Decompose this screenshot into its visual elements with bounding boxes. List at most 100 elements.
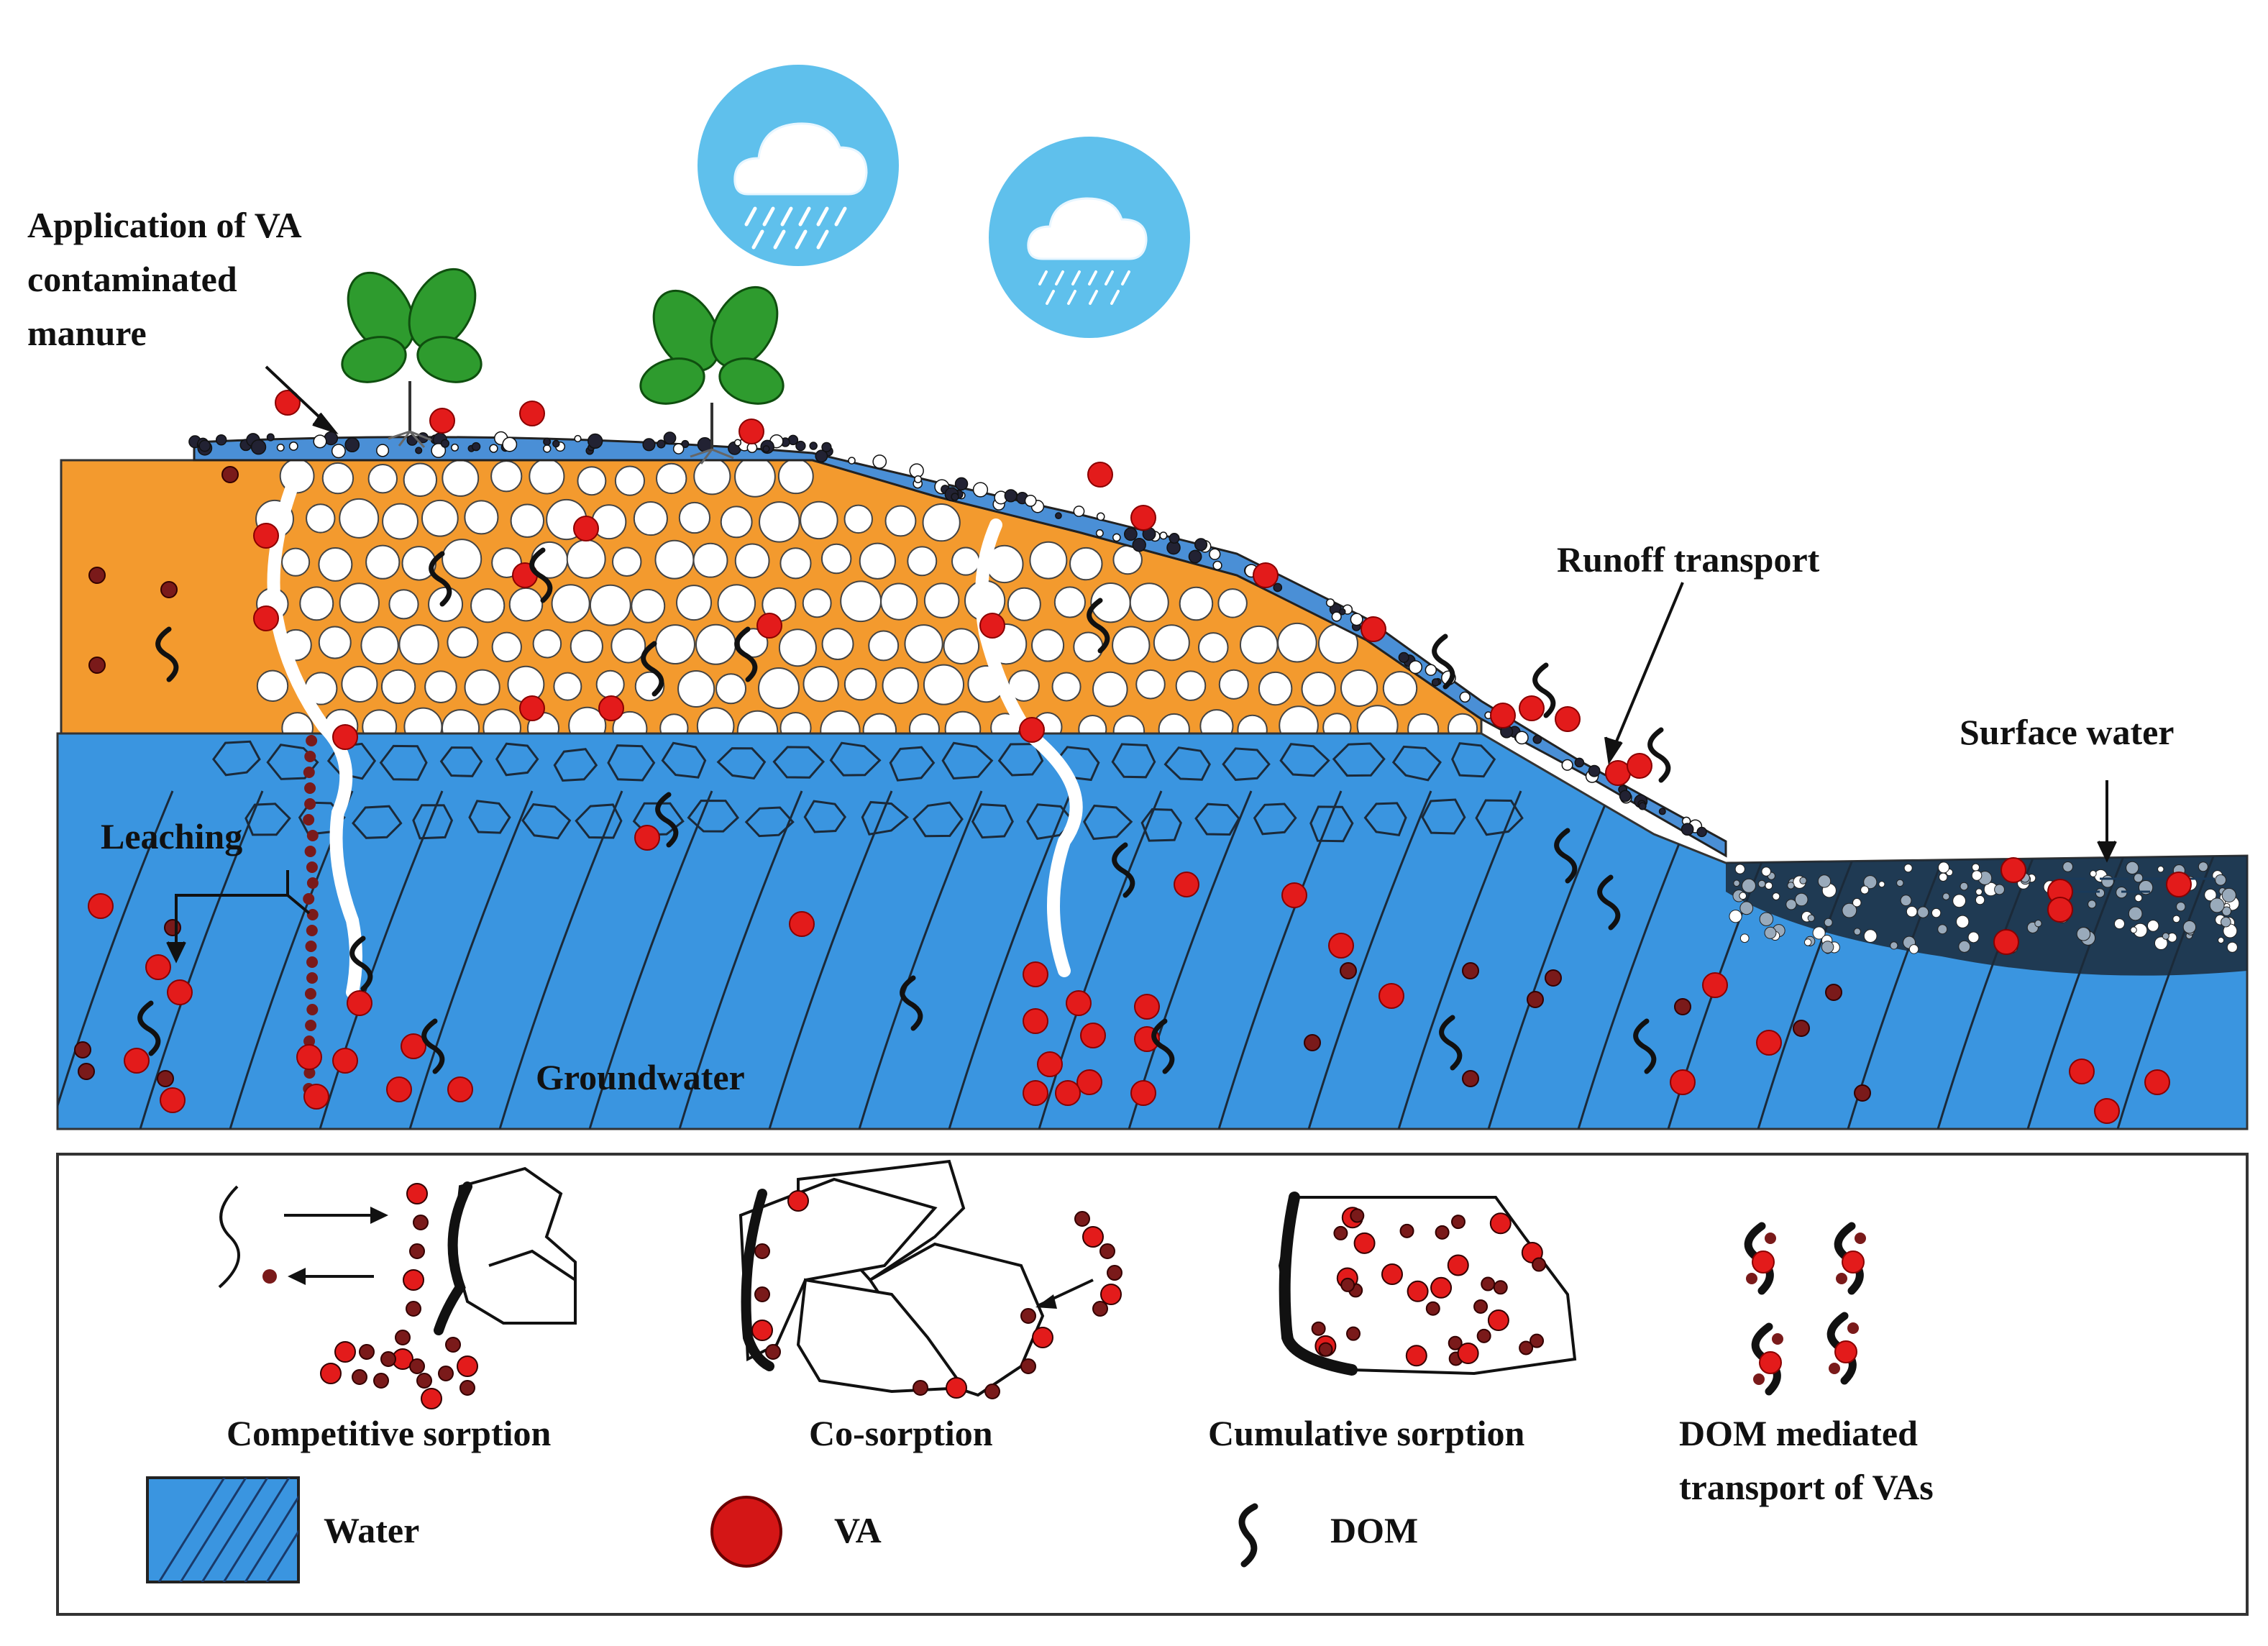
legend-cosorption-particle (946, 1377, 967, 1399)
manure-grain (1431, 678, 1440, 687)
va-particle (1080, 1023, 1106, 1048)
manure-grain (1561, 759, 1573, 771)
aquifer-line (139, 790, 264, 1129)
soil-pebble (1179, 586, 1214, 621)
legend-cumulative-particle (1473, 1299, 1489, 1314)
legend-cosorption-particle (754, 1243, 770, 1259)
soil-pebble (595, 669, 625, 699)
sediment-grain (2088, 900, 2097, 909)
soil-pebble (802, 588, 832, 618)
legend-dom-sorbed (1836, 1273, 1847, 1284)
legend-dom-va (1752, 1250, 1775, 1274)
application-label-line1: Application of VA (27, 205, 302, 245)
soil-pebble (1218, 669, 1249, 700)
soil-pebble (306, 503, 336, 534)
soil-pebble (447, 626, 479, 659)
manure-grain (1209, 548, 1221, 560)
gravel-stone (913, 801, 964, 838)
plant-icon-left (341, 268, 483, 449)
gravel-layer (212, 740, 1524, 843)
manure-grain (1425, 664, 1437, 676)
dom-strand (1432, 634, 1455, 690)
aquifer-line (1487, 790, 1612, 1129)
soil-pebble (532, 628, 562, 659)
gravel-stone (1026, 803, 1075, 840)
leaching-particle (306, 909, 319, 920)
sediment-grain (2157, 866, 2164, 873)
rain-cloud-large-icon (698, 65, 899, 266)
soil-pebble (1199, 709, 1234, 733)
soil-pebble (943, 628, 980, 664)
manure-grain (543, 437, 552, 446)
legend-competitive-particle (395, 1330, 411, 1345)
manure-grain (1004, 489, 1018, 503)
soil-pebble (318, 626, 352, 659)
va-particle (519, 401, 545, 426)
soil-pebble (1301, 671, 1336, 707)
va-particle-sorbed (1527, 991, 1544, 1008)
soil-pebble (951, 547, 981, 576)
manure-grain (972, 482, 989, 498)
soil-pebble (1073, 631, 1104, 662)
manure-grain (1123, 527, 1138, 541)
soil-pebble (1112, 715, 1146, 733)
va-particle (347, 990, 372, 1016)
manure-grain (872, 454, 887, 469)
va-particle (1519, 695, 1545, 721)
sediment-grain (1733, 879, 1740, 887)
soil-pebble (922, 503, 961, 542)
legend-cumulative-particle (1435, 1225, 1450, 1240)
sediment-grain (2221, 906, 2232, 916)
legend-cosorption-particle (1082, 1226, 1104, 1248)
legend-cosorption-particle (1074, 1211, 1090, 1227)
legend-dom-va (1842, 1250, 1865, 1274)
legend-cosorption-particle (1092, 1301, 1108, 1317)
manure-grain (1338, 608, 1346, 616)
manure-grain (451, 443, 459, 452)
va-particle-sorbed (1854, 1084, 1871, 1102)
manure-grain (642, 438, 656, 452)
legend-competitive-particle (421, 1388, 442, 1409)
manure-grain (440, 439, 449, 448)
gravel-stone (1309, 805, 1354, 843)
water-swatch-icon (146, 1476, 300, 1583)
soil-pebble (424, 670, 457, 703)
sediment-grain (2134, 873, 2144, 883)
leaching-particle (306, 972, 319, 984)
manure-grain (1619, 790, 1632, 803)
legend-cumulative-particle (1425, 1301, 1440, 1316)
soil-pebble (1279, 705, 1319, 733)
soil-pebble (256, 669, 289, 703)
va-particle (275, 390, 301, 416)
gravel-stone (1391, 745, 1442, 782)
groundwater-label: Groundwater (536, 1057, 745, 1097)
gravel-stone (1194, 803, 1240, 836)
sediment-grain (2134, 894, 2143, 902)
sediment-grain (1878, 881, 1885, 888)
dom-strand (1647, 727, 1671, 783)
manure-grain (733, 439, 742, 447)
manure-grain (809, 442, 818, 450)
va-particle (2069, 1059, 2095, 1084)
sediment-grain (1956, 915, 1970, 928)
va-particle (1134, 994, 1160, 1020)
va-particle (1328, 933, 1354, 959)
va-particle (160, 1087, 186, 1113)
soil-pebble (1129, 582, 1169, 623)
legend-cumulative-particle (1447, 1254, 1469, 1276)
va-particle (253, 605, 279, 631)
soil-pebble (720, 506, 753, 539)
soil-pebble (758, 667, 800, 709)
soil-pebble (568, 706, 607, 733)
gravel-stone (326, 742, 377, 780)
manure-grain (914, 475, 923, 484)
soil-pebble (508, 587, 544, 622)
legend-cumulative-particle (1532, 1257, 1547, 1272)
va-particle-sorbed (164, 919, 181, 936)
manure-grain (1024, 494, 1037, 507)
dom-strand (641, 641, 664, 697)
leaching-particle (304, 798, 316, 810)
soil-pebble (442, 460, 480, 497)
surface-water-ripples (2057, 877, 2215, 893)
va-particle (401, 1033, 426, 1059)
